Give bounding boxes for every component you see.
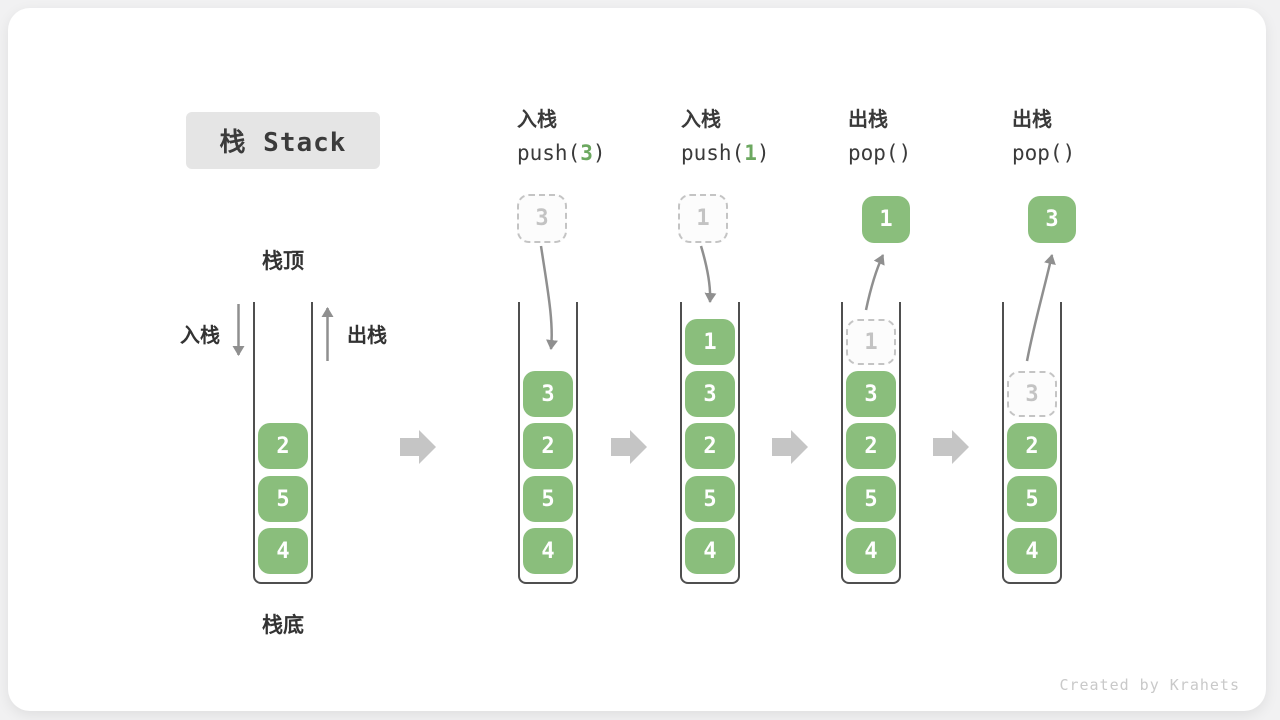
pop-side-label: 出栈 — [347, 323, 387, 347]
op-code: push(1) — [681, 141, 770, 166]
stack-cell: 2 — [1007, 423, 1057, 469]
page-title: 栈 Stack — [219, 128, 347, 158]
stack-cell: 4 — [846, 528, 896, 574]
stage-label-pop-1: 出栈 pop() — [848, 107, 911, 166]
code-pre: pop( — [848, 141, 899, 165]
stack-cell: 5 — [523, 476, 573, 522]
op-code: push(3) — [517, 141, 606, 166]
op-label: 出栈 — [1012, 107, 1052, 131]
stack-cell: 5 — [846, 476, 896, 522]
code-pre: push( — [681, 141, 745, 165]
code-post: ) — [592, 141, 606, 165]
stack-cell: 5 — [258, 476, 308, 522]
incoming-value-box: 3 — [517, 194, 567, 243]
stack-cell: 4 — [258, 528, 308, 574]
code-arg: 3 — [580, 141, 593, 165]
stack-top-label: 栈顶 — [262, 249, 304, 273]
code-post: ) — [898, 141, 912, 165]
op-code: pop() — [848, 141, 911, 166]
stack-cell: 3 — [846, 371, 896, 417]
stack-cell: 4 — [685, 528, 735, 574]
code-post: ) — [1062, 141, 1076, 165]
op-label: 入栈 — [681, 107, 721, 131]
stack-cell: 5 — [685, 476, 735, 522]
code-pre: pop( — [1012, 141, 1063, 165]
watermark: Created by Krahets — [1059, 676, 1240, 694]
stack-cell: 5 — [1007, 476, 1057, 522]
stack-cell: 3 — [685, 371, 735, 417]
stage-label-push-1: 入栈 push(1) — [681, 107, 770, 166]
stage-label-push-3: 入栈 push(3) — [517, 107, 606, 166]
stack-cell: 1 — [685, 319, 735, 365]
stack-cell: 2 — [258, 423, 308, 469]
title-badge: 栈 Stack — [186, 112, 380, 169]
stack-cell: 2 — [523, 423, 573, 469]
code-post: ) — [756, 141, 770, 165]
stack-cell: 3 — [523, 371, 573, 417]
ghost-cell: 3 — [1007, 371, 1057, 417]
popped-value-box: 3 — [1028, 196, 1076, 243]
code-arg: 1 — [744, 141, 757, 165]
op-label: 出栈 — [848, 107, 888, 131]
code-pre: push( — [517, 141, 581, 165]
incoming-value-box: 1 — [678, 194, 728, 243]
stack-cell: 4 — [523, 528, 573, 574]
stage-label-pop-3: 出栈 pop() — [1012, 107, 1075, 166]
popped-value-box: 1 — [862, 196, 910, 243]
op-label: 入栈 — [517, 107, 557, 131]
stack-cell: 4 — [1007, 528, 1057, 574]
stack-cell: 2 — [846, 423, 896, 469]
push-side-label: 入栈 — [180, 323, 220, 347]
stack-cell: 2 — [685, 423, 735, 469]
stack-bottom-label: 栈底 — [262, 613, 304, 637]
op-code: pop() — [1012, 141, 1075, 166]
ghost-cell: 1 — [846, 319, 896, 365]
